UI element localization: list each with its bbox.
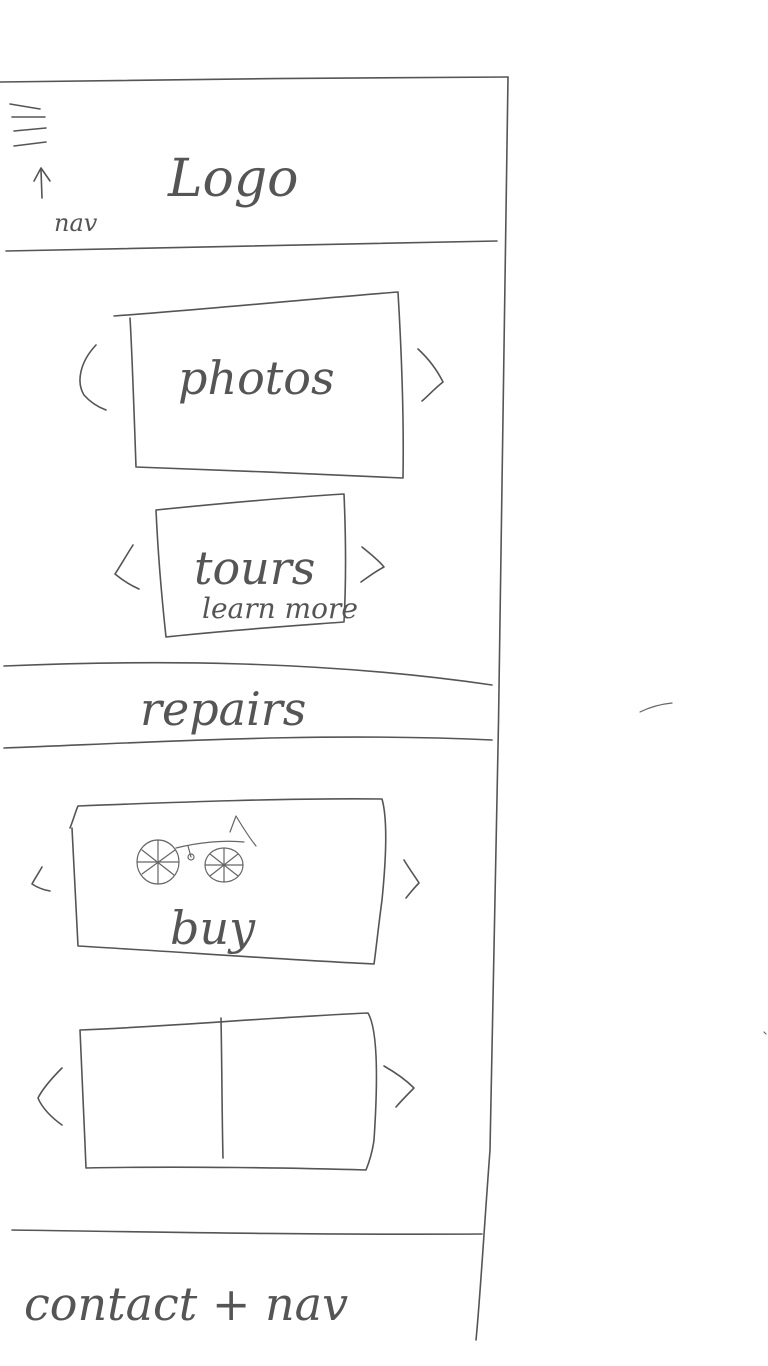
tours-learn-more-link[interactable]: learn more — [202, 592, 358, 625]
nav-annotation: nav — [54, 209, 98, 237]
photos-panel[interactable] — [113, 291, 405, 479]
buy-label: buy — [170, 901, 256, 955]
buy-panel[interactable] — [69, 798, 387, 965]
split-carousel — [37, 1012, 415, 1171]
repairs-section: repairs — [3, 661, 493, 749]
tours-panel[interactable] — [155, 493, 347, 638]
tours-next-arrow[interactable] — [360, 546, 385, 583]
photos-prev-arrow[interactable] — [79, 344, 107, 411]
header: nav Logo — [5, 103, 498, 252]
footer-divider — [11, 1229, 483, 1235]
repairs-label[interactable]: repairs — [140, 682, 306, 736]
buy-next-arrow[interactable] — [403, 859, 420, 899]
split-panel-divider — [220, 1017, 224, 1159]
page-frame — [0, 76, 509, 1341]
footer: contact + nav — [11, 1229, 483, 1331]
hamburger-menu-icon[interactable] — [9, 103, 47, 147]
tours-label: tours — [194, 541, 315, 595]
repairs-top-divider — [3, 661, 493, 686]
split-next-arrow[interactable] — [383, 1065, 415, 1108]
split-panel[interactable] — [79, 1012, 378, 1171]
stray-pen-marks — [639, 702, 767, 1035]
bicycle-icon — [136, 815, 257, 885]
up-arrow-icon — [33, 167, 51, 199]
photos-next-arrow[interactable] — [417, 348, 444, 402]
repairs-bottom-divider — [3, 736, 493, 749]
split-prev-arrow[interactable] — [37, 1067, 63, 1126]
photos-carousel: photos — [79, 291, 444, 479]
tours-prev-arrow[interactable] — [114, 544, 140, 590]
buy-carousel: buy — [31, 798, 420, 965]
logo[interactable]: Logo — [167, 149, 298, 209]
photos-label: photos — [178, 351, 335, 405]
footer-contact-nav-label[interactable]: contact + nav — [24, 1277, 348, 1331]
buy-prev-arrow[interactable] — [31, 866, 51, 892]
header-divider — [5, 240, 498, 252]
tours-carousel: tours learn more — [114, 493, 385, 638]
